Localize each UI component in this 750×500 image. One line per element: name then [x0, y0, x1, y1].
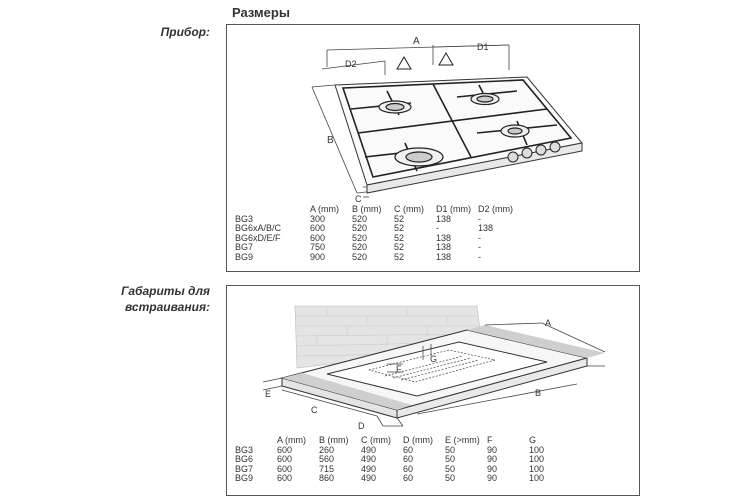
dim-g-label: G [430, 354, 437, 364]
warning-icon [396, 52, 454, 70]
page-title: Размеры [232, 5, 290, 20]
dim-d1-label: D1 [477, 42, 489, 52]
dim-c-label: C [355, 194, 362, 204]
cutout [326, 341, 548, 397]
appliance-panel: A D1 D2 B C [226, 24, 640, 272]
hob-diagram: A D1 D2 B C [311, 36, 583, 204]
control-knobs [507, 141, 561, 163]
table-header-row: A (mm) B (mm) C (mm) D (mm) E (>mm) F G [277, 435, 537, 445]
cutout-diagram: A B C D E F G [262, 305, 606, 431]
dim-d-label: D [358, 421, 365, 431]
dim-d2-label: D2 [345, 59, 357, 69]
installation-spec-table: A (mm) B (mm) C (mm) D (mm) E (>mm) F G … [235, 435, 559, 484]
appliance-spec-table: A (mm) B (mm) C (mm) D1 (mm) D2 (mm) BG3… [235, 204, 520, 263]
dim-a-label: A [545, 318, 551, 328]
dim-a-label: A [413, 36, 420, 47]
dim-b-label: B [535, 388, 541, 398]
installation-panel: A B C D E F G A (mm) B (mm) C (mm) D (mm… [226, 285, 640, 496]
appliance-label: Прибор: [160, 25, 210, 39]
installation-label: Габариты для встраивания: [90, 283, 210, 315]
dim-e-label: E [265, 389, 271, 399]
dim-c-label: C [311, 405, 318, 415]
burners [378, 92, 530, 167]
table-header-row: A (mm) B (mm) C (mm) D1 (mm) D2 (mm) [310, 204, 513, 214]
installation-label-line2: встраивания: [124, 300, 210, 314]
dim-f-label: F [396, 364, 402, 374]
dim-b-label: B [327, 135, 334, 146]
installation-label-line1: Габариты для [121, 284, 210, 298]
